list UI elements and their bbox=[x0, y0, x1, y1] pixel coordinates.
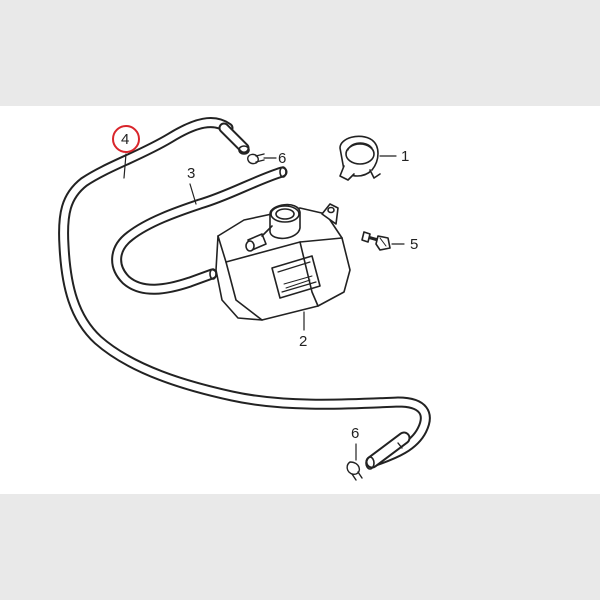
callout-6-lower[interactable]: 6 bbox=[351, 425, 360, 442]
hose-clip-part-6-upper[interactable] bbox=[247, 153, 277, 165]
tank-cap-part-1[interactable] bbox=[339, 135, 397, 181]
reserve-tank-part-2[interactable] bbox=[215, 203, 351, 321]
callout-3[interactable]: 3 bbox=[187, 165, 196, 182]
overflow-hose-part-4[interactable] bbox=[58, 117, 431, 470]
callout-1[interactable]: 1 bbox=[401, 148, 410, 165]
leader-lines bbox=[123, 153, 305, 331]
callout-6-upper[interactable]: 6 bbox=[278, 150, 287, 167]
callout-2[interactable]: 2 bbox=[299, 333, 308, 350]
callout-5[interactable]: 5 bbox=[410, 236, 419, 253]
hose-clip-part-6-lower[interactable] bbox=[346, 443, 363, 481]
bolt-part-5[interactable] bbox=[361, 231, 405, 251]
callout-4-highlight-ring bbox=[112, 125, 140, 153]
callout-4[interactable]: 4 bbox=[121, 131, 130, 148]
